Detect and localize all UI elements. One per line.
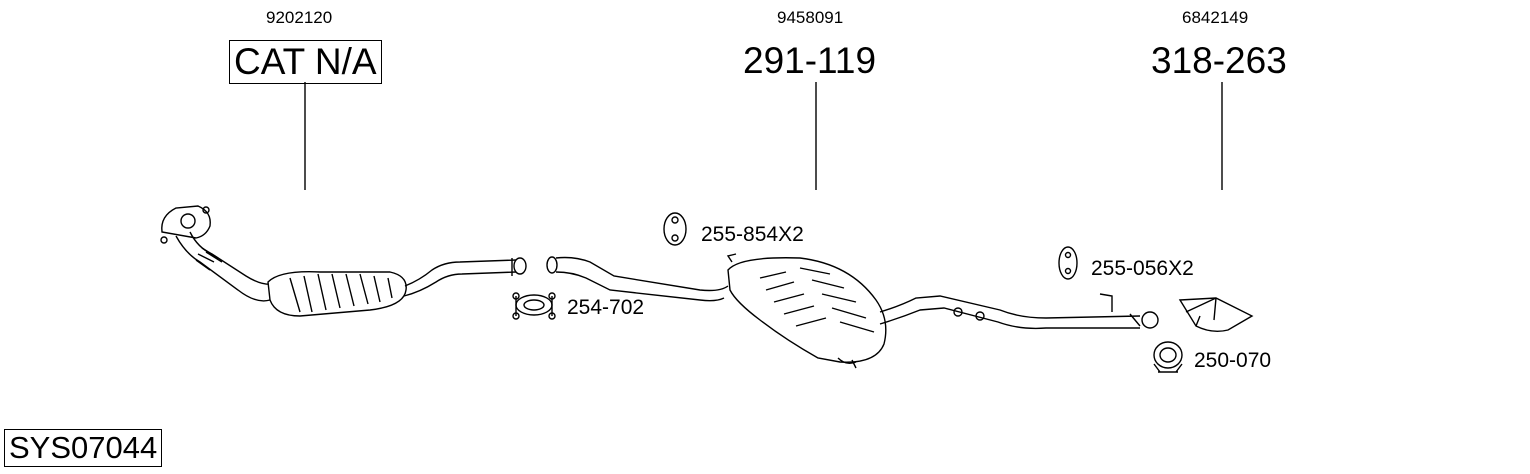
middle-silencer-part bbox=[546, 253, 1159, 369]
clamp-icon-250-070 bbox=[1153, 341, 1183, 373]
part-number-middle: 291-119 bbox=[743, 40, 877, 81]
part-number-cat: CAT N/A bbox=[229, 40, 382, 84]
oe-number-rear: 6842149 bbox=[1182, 8, 1249, 27]
oe-number-cat: 9202120 bbox=[266, 8, 333, 27]
rubber-hanger-icon-small bbox=[1058, 246, 1078, 280]
accessory-label-clamp: 254-702 bbox=[567, 296, 645, 319]
clamp-icon-254-702 bbox=[512, 292, 556, 320]
accessory-label-clamp-small: 250-070 bbox=[1194, 349, 1272, 372]
accessory-label-hanger-small: 255-056X2 bbox=[1091, 257, 1194, 280]
tail-pipe-part bbox=[1178, 297, 1254, 333]
part-number-rear: 318-263 bbox=[1151, 40, 1287, 81]
accessory-label-hanger: 255-854X2 bbox=[701, 223, 804, 246]
system-code: SYS07044 bbox=[4, 429, 163, 467]
catalytic-converter-part bbox=[160, 205, 527, 317]
oe-number-middle: 9458091 bbox=[777, 8, 844, 27]
rubber-hanger-icon bbox=[663, 212, 687, 246]
